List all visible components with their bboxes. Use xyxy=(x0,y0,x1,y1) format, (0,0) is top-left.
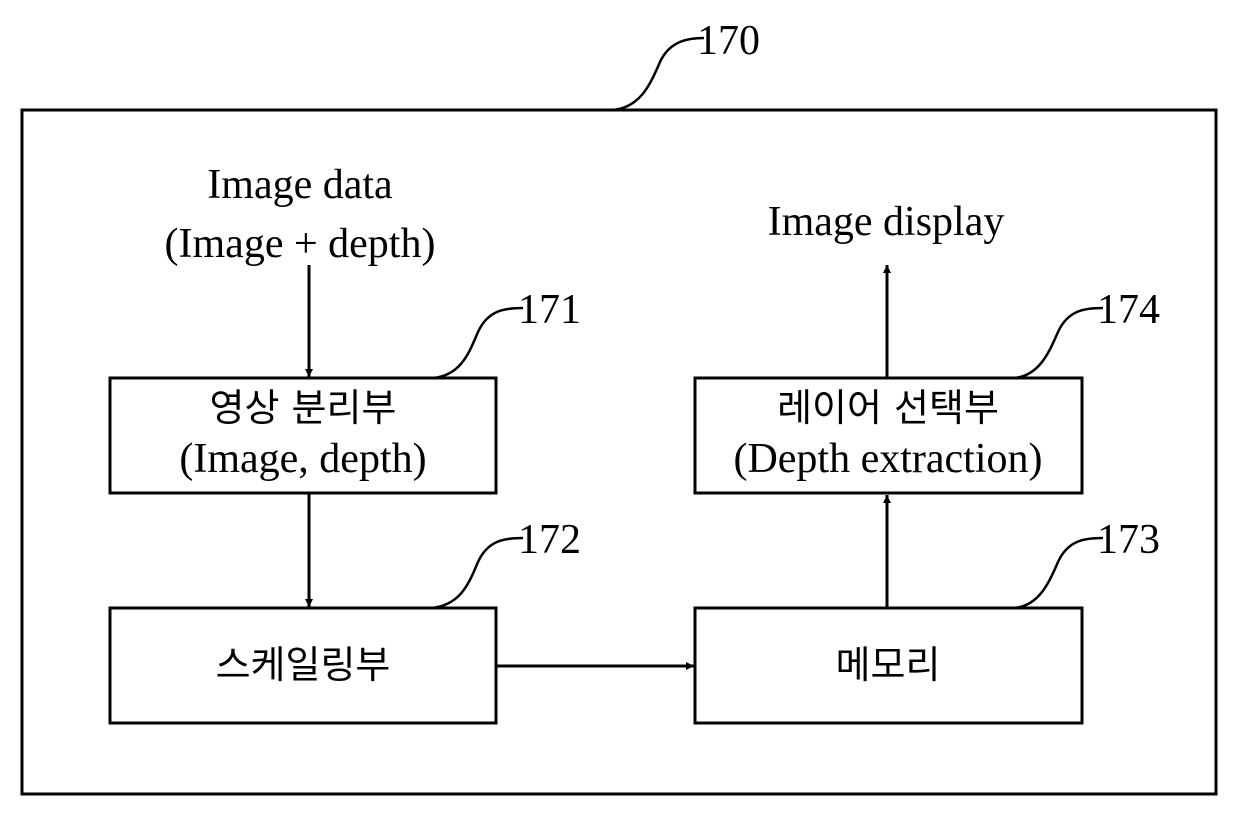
memory-block-label: 메모리 xyxy=(836,643,941,687)
scaling-block-label: 스케일링부 xyxy=(216,643,391,687)
separator-block-label-ko: 영상 분리부 xyxy=(210,386,397,430)
layer-select-block-label-en: (Depth extraction) xyxy=(733,436,1042,482)
input-label-line2: (Image + depth) xyxy=(165,221,436,267)
separator-block-label-en: (Image, depth) xyxy=(179,436,426,482)
layer-select-block-label-ko: 레이어 선택부 xyxy=(777,386,999,430)
output-label: Image display xyxy=(768,199,1005,245)
separator-ref-label: 171 xyxy=(518,287,581,333)
scaling-ref-label: 172 xyxy=(518,517,581,563)
outer-ref-label: 170 xyxy=(697,18,760,64)
memory-ref-label: 173 xyxy=(1097,517,1160,563)
input-label-line1: Image data xyxy=(207,162,393,208)
outer-ref-leader xyxy=(612,38,704,110)
layer-select-ref-label: 174 xyxy=(1097,287,1160,333)
